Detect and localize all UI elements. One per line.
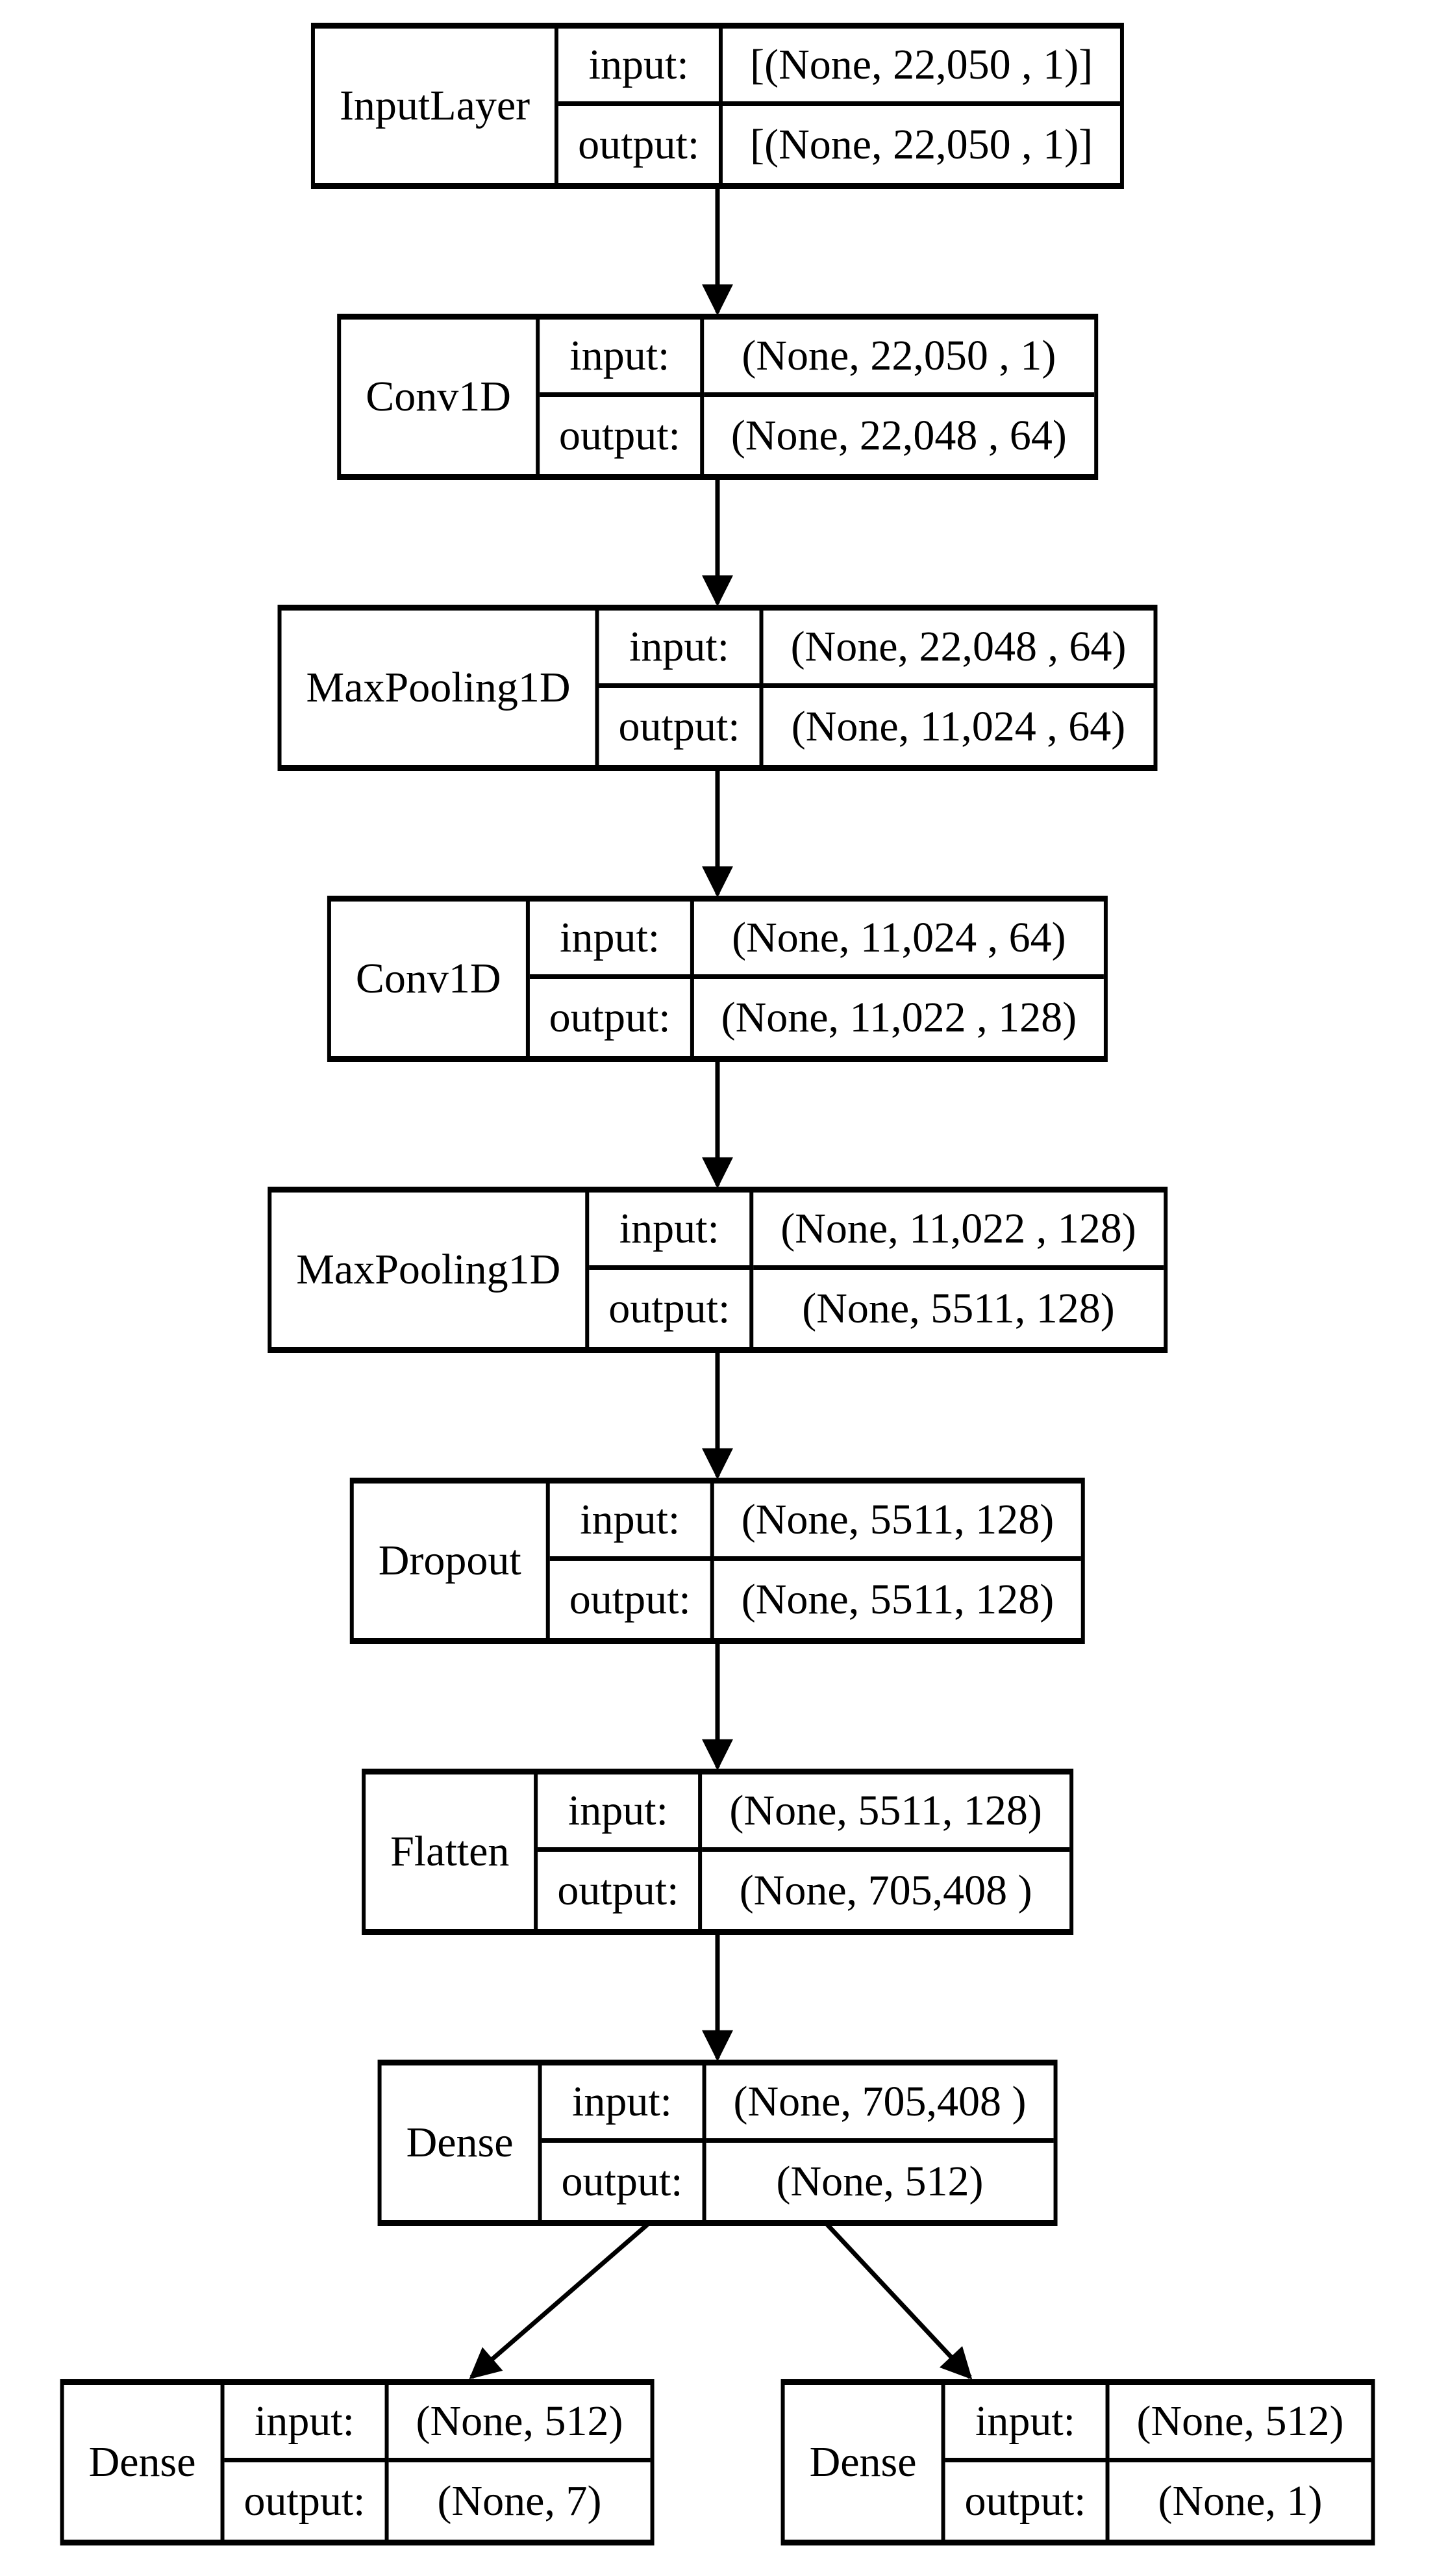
output-label: output: [542,2143,706,2220]
layer-node-maxpooling1d-1: MaxPooling1D input: (None, 22,048 , 64) … [277,605,1158,771]
output-shape: (None, 512) [776,2157,984,2205]
input-shape: (None, 22,048 , 64) [763,611,1154,688]
input-shape: (None, 512) [1109,2385,1371,2462]
input-shape: (None, 22,050 , 1) [703,320,1094,397]
layer-node-dense-1: Dense input: (None, 705,408 ) output: (N… [377,2060,1058,2226]
input-label: input: [549,1484,714,1561]
input-label: input: [599,611,764,688]
layer-node-maxpooling1d-2: MaxPooling1D input: (None, 11,022 , 128)… [268,1187,1167,1353]
layer-node-inputlayer: InputLayer input: [(None, 22,050 , 1)] o… [310,23,1125,189]
output-label: output: [945,2462,1110,2540]
layer-node-dense-output-7: Dense input: (None, 512) output: (None, … [60,2379,655,2545]
output-label: output: [530,979,694,1056]
layer-name: MaxPooling1D [282,611,599,765]
input-label: input: [542,2065,706,2143]
output-shape: (None, 11,024 , 64) [791,702,1126,750]
output-shape: [(None, 22,050 , 1)] [750,120,1093,168]
input-shape: (None, 512) [388,2385,651,2462]
output-shape: (None, 22,048 , 64) [730,411,1067,459]
layer-name: Conv1D [341,320,540,474]
output-label: output: [550,1561,714,1638]
input-label: input: [539,320,704,397]
layer-name: InputLayer [315,29,559,183]
input-label: input: [945,2385,1110,2462]
layer-node-dense-output-1: Dense input: (None, 512) output: (None, … [780,2379,1375,2545]
output-label: output: [538,1852,703,1929]
output-shape: (None, 5511, 128) [802,1284,1115,1332]
layer-name: Dropout [354,1484,550,1638]
layer-name: Dense [382,2065,542,2220]
layer-name: Dense [785,2385,945,2540]
output-label: output: [599,688,764,765]
input-shape: (None, 11,022 , 128) [753,1193,1164,1270]
layer-name: Flatten [366,1774,538,1929]
output-label: output: [540,397,704,474]
layer-node-dropout: Dropout input: (None, 5511, 128) output:… [349,1478,1086,1644]
input-label: input: [529,902,694,979]
output-label: output: [589,1270,754,1347]
output-label: output: [558,106,723,183]
input-shape: [(None, 22,050 , 1)] [723,29,1121,106]
output-shape: (None, 7) [437,2477,602,2525]
output-shape: (None, 11,022 , 128) [721,993,1077,1041]
output-shape: (None, 1) [1158,2477,1323,2525]
edge-dense-to-dense7-arrow [469,2223,649,2380]
input-shape: (None, 5511, 128) [702,1774,1069,1852]
layer-name: MaxPooling1D [271,1193,590,1347]
layer-name: Conv1D [331,902,530,1056]
input-shape: (None, 705,408 ) [706,2065,1054,2143]
input-shape: (None, 11,024 , 64) [693,902,1104,979]
input-label: input: [589,1193,754,1270]
output-shape: (None, 705,408 ) [739,1866,1032,1914]
layer-node-conv1d-1: Conv1D input: (None, 22,050 , 1) output:… [337,314,1098,480]
input-label: input: [558,29,723,106]
output-shape: (None, 5511, 128) [741,1575,1054,1623]
input-label: input: [538,1774,703,1852]
edge-dense-to-dense1-arrow [825,2223,973,2380]
layer-node-conv1d-2: Conv1D input: (None, 11,024 , 64) output… [327,896,1108,1062]
input-label: input: [224,2385,389,2462]
output-label: output: [225,2462,389,2540]
input-shape: (None, 5511, 128) [714,1484,1082,1561]
layer-node-flatten: Flatten input: (None, 5511, 128) output:… [362,1769,1073,1935]
layer-name: Dense [64,2385,225,2540]
